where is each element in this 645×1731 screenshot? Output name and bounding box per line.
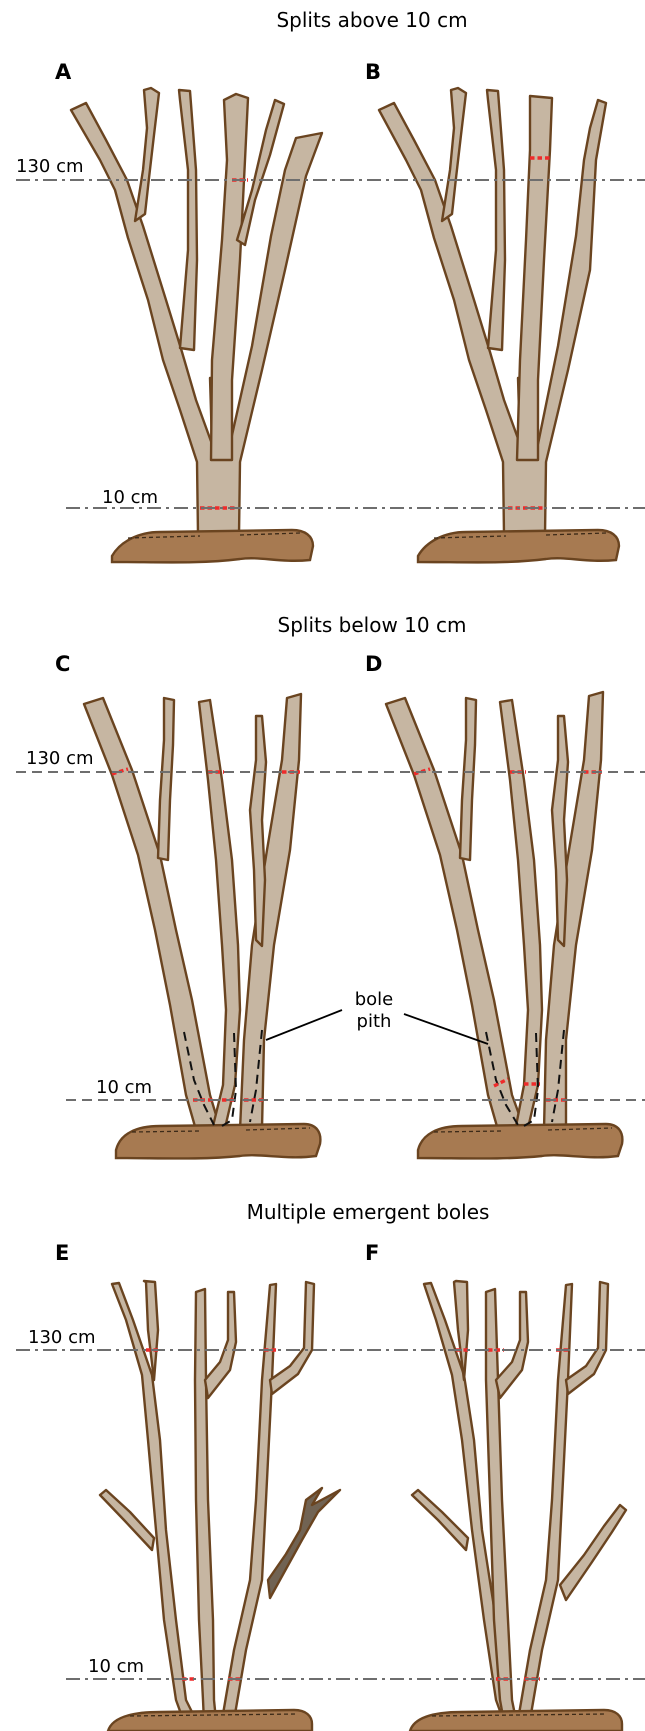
stem-branch xyxy=(412,1490,468,1550)
tree-c xyxy=(84,694,301,1130)
stem-branch xyxy=(442,88,466,221)
bole-pith-annotation: bole pith xyxy=(266,989,488,1044)
panel-letter-b: B xyxy=(365,60,381,84)
label-10cm: 10 cm xyxy=(96,1077,152,1098)
ground-mound xyxy=(410,1710,622,1731)
label-10cm: 10 cm xyxy=(88,1656,144,1677)
stem-branch xyxy=(496,1292,528,1398)
label-130cm: 130 cm xyxy=(28,1327,96,1348)
panel-d: D xyxy=(365,652,622,1159)
tree-b xyxy=(379,88,606,535)
stem-branch xyxy=(544,692,603,1130)
panel-letter-e: E xyxy=(55,1241,69,1265)
ground-mound xyxy=(418,530,619,562)
label-130cm: 130 cm xyxy=(16,156,84,177)
dead-branch xyxy=(268,1488,340,1598)
stem-branch xyxy=(270,1282,314,1394)
stem-branch xyxy=(240,694,301,1130)
panel-letter-a: A xyxy=(55,60,72,84)
panel-letter-d: D xyxy=(365,652,382,676)
stem-branch xyxy=(135,88,159,221)
tree-d xyxy=(386,692,603,1130)
label-10cm: 10 cm xyxy=(102,487,158,508)
tree-f xyxy=(412,1281,626,1722)
leader-line xyxy=(266,1010,342,1040)
tree-a xyxy=(71,88,322,535)
stem-branch xyxy=(386,698,524,1130)
section-title-3: Multiple emergent boles xyxy=(247,1200,490,1224)
panel-c: C xyxy=(55,652,320,1159)
annotation-pith: pith xyxy=(357,1011,392,1032)
panel-letter-f: F xyxy=(365,1241,379,1265)
stem-branch xyxy=(205,1292,236,1398)
stem-branch xyxy=(560,1505,626,1600)
stem-branch xyxy=(460,698,476,860)
panel-letter-c: C xyxy=(55,652,70,676)
stem-branch xyxy=(84,698,220,1130)
annotation-bole: bole xyxy=(355,989,394,1010)
stem-branch xyxy=(179,90,197,350)
stem-branch xyxy=(487,90,505,350)
section-title-1: Splits above 10 cm xyxy=(276,8,467,32)
panel-a: A xyxy=(55,60,322,562)
panel-b: B xyxy=(365,60,619,562)
ground-mound xyxy=(112,530,313,562)
section-title-2: Splits below 10 cm xyxy=(278,613,467,637)
stem-branch xyxy=(158,698,174,860)
panel-f: F xyxy=(365,1241,626,1731)
label-130cm: 130 cm xyxy=(26,748,94,769)
stem-branch xyxy=(195,1289,216,1722)
ground-mound xyxy=(108,1710,312,1731)
stem-branch xyxy=(250,716,266,946)
stem-branch xyxy=(100,1490,154,1550)
stem-branch xyxy=(552,716,568,946)
